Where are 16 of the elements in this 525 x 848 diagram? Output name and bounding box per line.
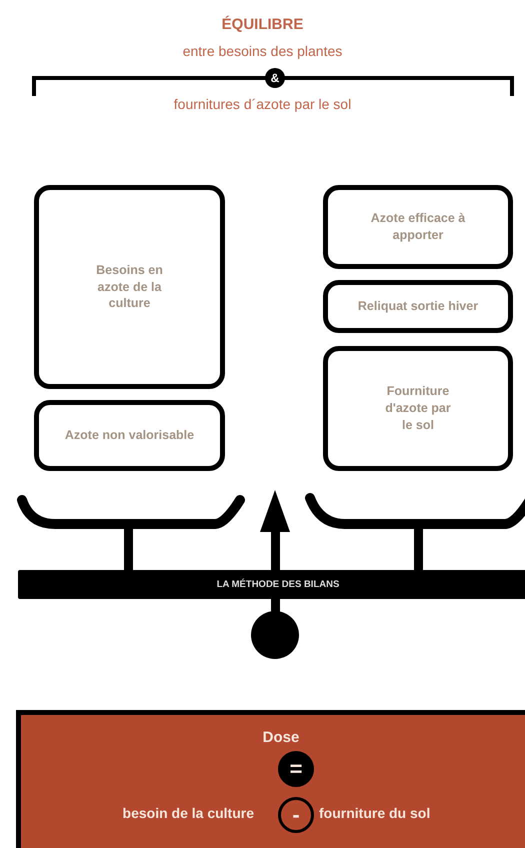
needs-box: Besoins en azote de la culture xyxy=(34,185,225,389)
supply-box: Fourniture d'azote par le sol xyxy=(323,346,513,471)
formula-term: fourniture du sol xyxy=(319,805,432,821)
subtitle: fournitures d´azote par le sol xyxy=(172,96,352,112)
ampersand: & xyxy=(265,68,285,88)
needs-box: Azote non valorisable xyxy=(34,400,225,471)
formula-term: besoin de la culture xyxy=(122,805,254,821)
formula-title: Dose xyxy=(262,729,300,746)
supply-box: Azote efficace à apporter xyxy=(323,185,513,269)
supply-box: Reliquat sortie hiver xyxy=(323,280,513,333)
minus-sign: - xyxy=(278,797,314,833)
formula-panel xyxy=(16,710,525,848)
balance-beam xyxy=(18,570,525,599)
title: ÉQUILIBRE xyxy=(220,16,304,33)
equals-sign: = xyxy=(278,751,314,787)
subtitle: entre besoins des plantes xyxy=(182,43,344,59)
